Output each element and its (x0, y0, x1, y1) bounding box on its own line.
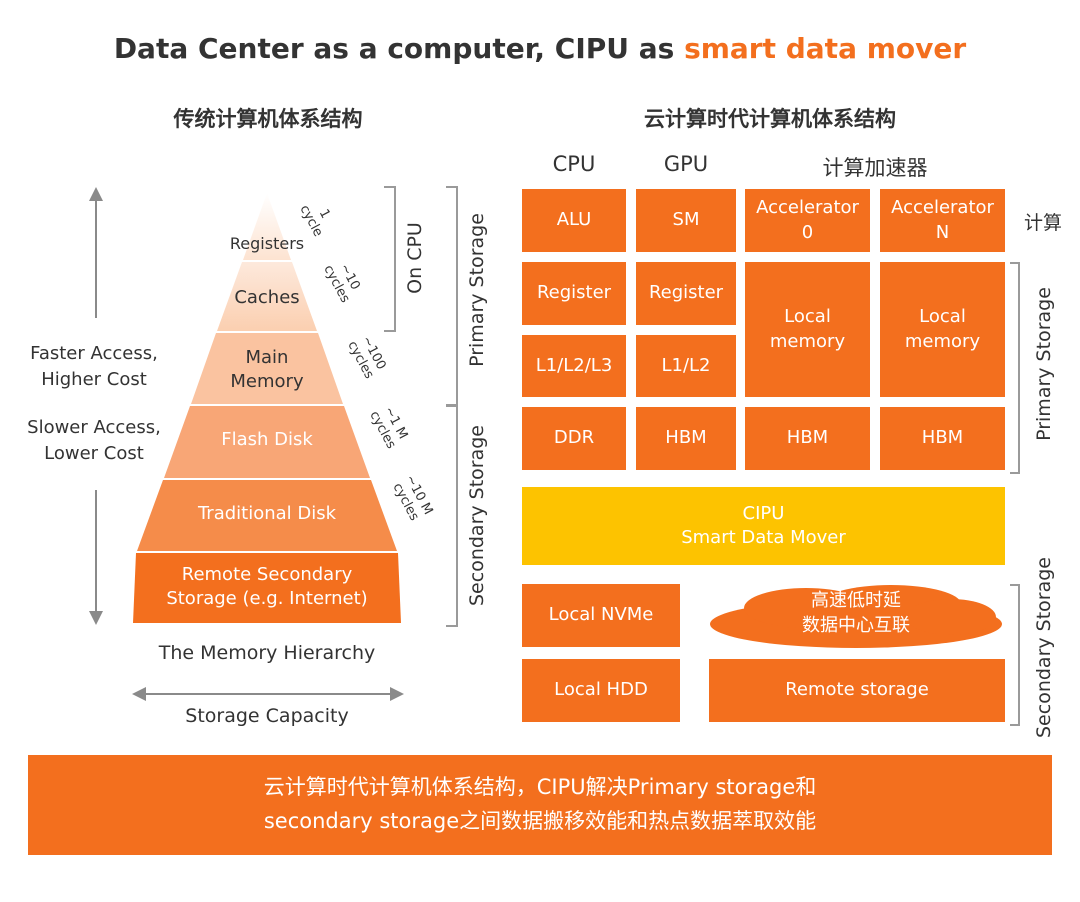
tier-traditional-disk (137, 480, 397, 551)
local-hdd-box: Local HDD (522, 659, 680, 722)
local-nvme-box: Local NVMe (522, 584, 680, 647)
left-primary-bracket (446, 186, 458, 406)
tier-registers-label: Registers (229, 234, 305, 254)
right-subtitle: 云计算时代计算机体系结构 (644, 107, 896, 131)
memory-hierarchy-caption: The Memory Hierarchy (158, 642, 376, 664)
accelerator-n-hbm-box: HBM (880, 407, 1005, 470)
cloud-label: 高速低时延数据中心互联 (802, 590, 910, 637)
right-primary-bracket (1010, 262, 1020, 474)
left-primary-label: Primary Storage (466, 213, 488, 367)
on-cpu-bracket (384, 186, 396, 332)
tier-flash-disk-label: Flash Disk (221, 428, 313, 450)
compute-label: 计算 (1024, 212, 1063, 234)
slower-access-label: Slower Access,Lower Cost (27, 417, 161, 465)
tier-flash-disk (164, 406, 370, 478)
memory-pyramid (133, 193, 401, 623)
tier-main-memory (191, 333, 343, 404)
vertical-arrow-icon (89, 187, 103, 625)
cloud-icon (710, 585, 1002, 648)
left-secondary-label: Secondary Storage (466, 424, 488, 606)
tier-traditional-disk-label: Traditional Disk (197, 502, 337, 524)
title-highlight: smart data mover (684, 32, 967, 65)
summary-banner: 云计算时代计算机体系结构，CIPU解决Primary storage和 seco… (28, 755, 1052, 855)
banner-line-2: secondary storage之间数据搬移效能和热点数据萃取效能 (263, 809, 817, 833)
right-secondary-label: Secondary Storage (1033, 556, 1055, 738)
remote-storage-box: Remote storage (709, 659, 1005, 722)
gpu-hbm-box: HBM (636, 407, 736, 470)
page-title: Data Center as a computer, CIPU as smart… (0, 32, 1080, 65)
gpu-header: GPU (663, 152, 709, 176)
gpu-cache-box: L1/L2 (636, 335, 736, 397)
tier-remote-secondary (133, 553, 401, 623)
cpu-header: CPU (552, 152, 596, 176)
faster-access-label: Faster Access,Higher Cost (30, 343, 158, 391)
tier-caches-label: Caches (234, 286, 300, 308)
right-primary-label: Primary Storage (1033, 287, 1055, 441)
right-secondary-bracket (1010, 584, 1020, 726)
title-prefix: Data Center as a computer, CIPU as (113, 32, 685, 65)
storage-capacity-label: Storage Capacity (185, 705, 349, 727)
cpu-cache-box: L1/L2/L3 (522, 335, 626, 397)
accelerator-header: 计算加速器 (822, 156, 928, 180)
tier-caches (217, 262, 317, 331)
horizontal-arrow-icon (132, 687, 404, 701)
cpu-register-box: Register (522, 262, 626, 325)
gpu-register-box: Register (636, 262, 736, 325)
accelerator-0-hbm-box: HBM (745, 407, 870, 470)
left-secondary-bracket (446, 405, 458, 627)
ddr-box: DDR (522, 407, 626, 470)
alu-box: ALU (522, 189, 626, 252)
left-subtitle: 传统计算机体系结构 (173, 107, 363, 131)
on-cpu-label: On CPU (404, 222, 426, 294)
sm-box: SM (636, 189, 736, 252)
banner-line-1: 云计算时代计算机体系结构，CIPU解决Primary storage和 (263, 775, 817, 800)
tier-registers (243, 193, 291, 260)
